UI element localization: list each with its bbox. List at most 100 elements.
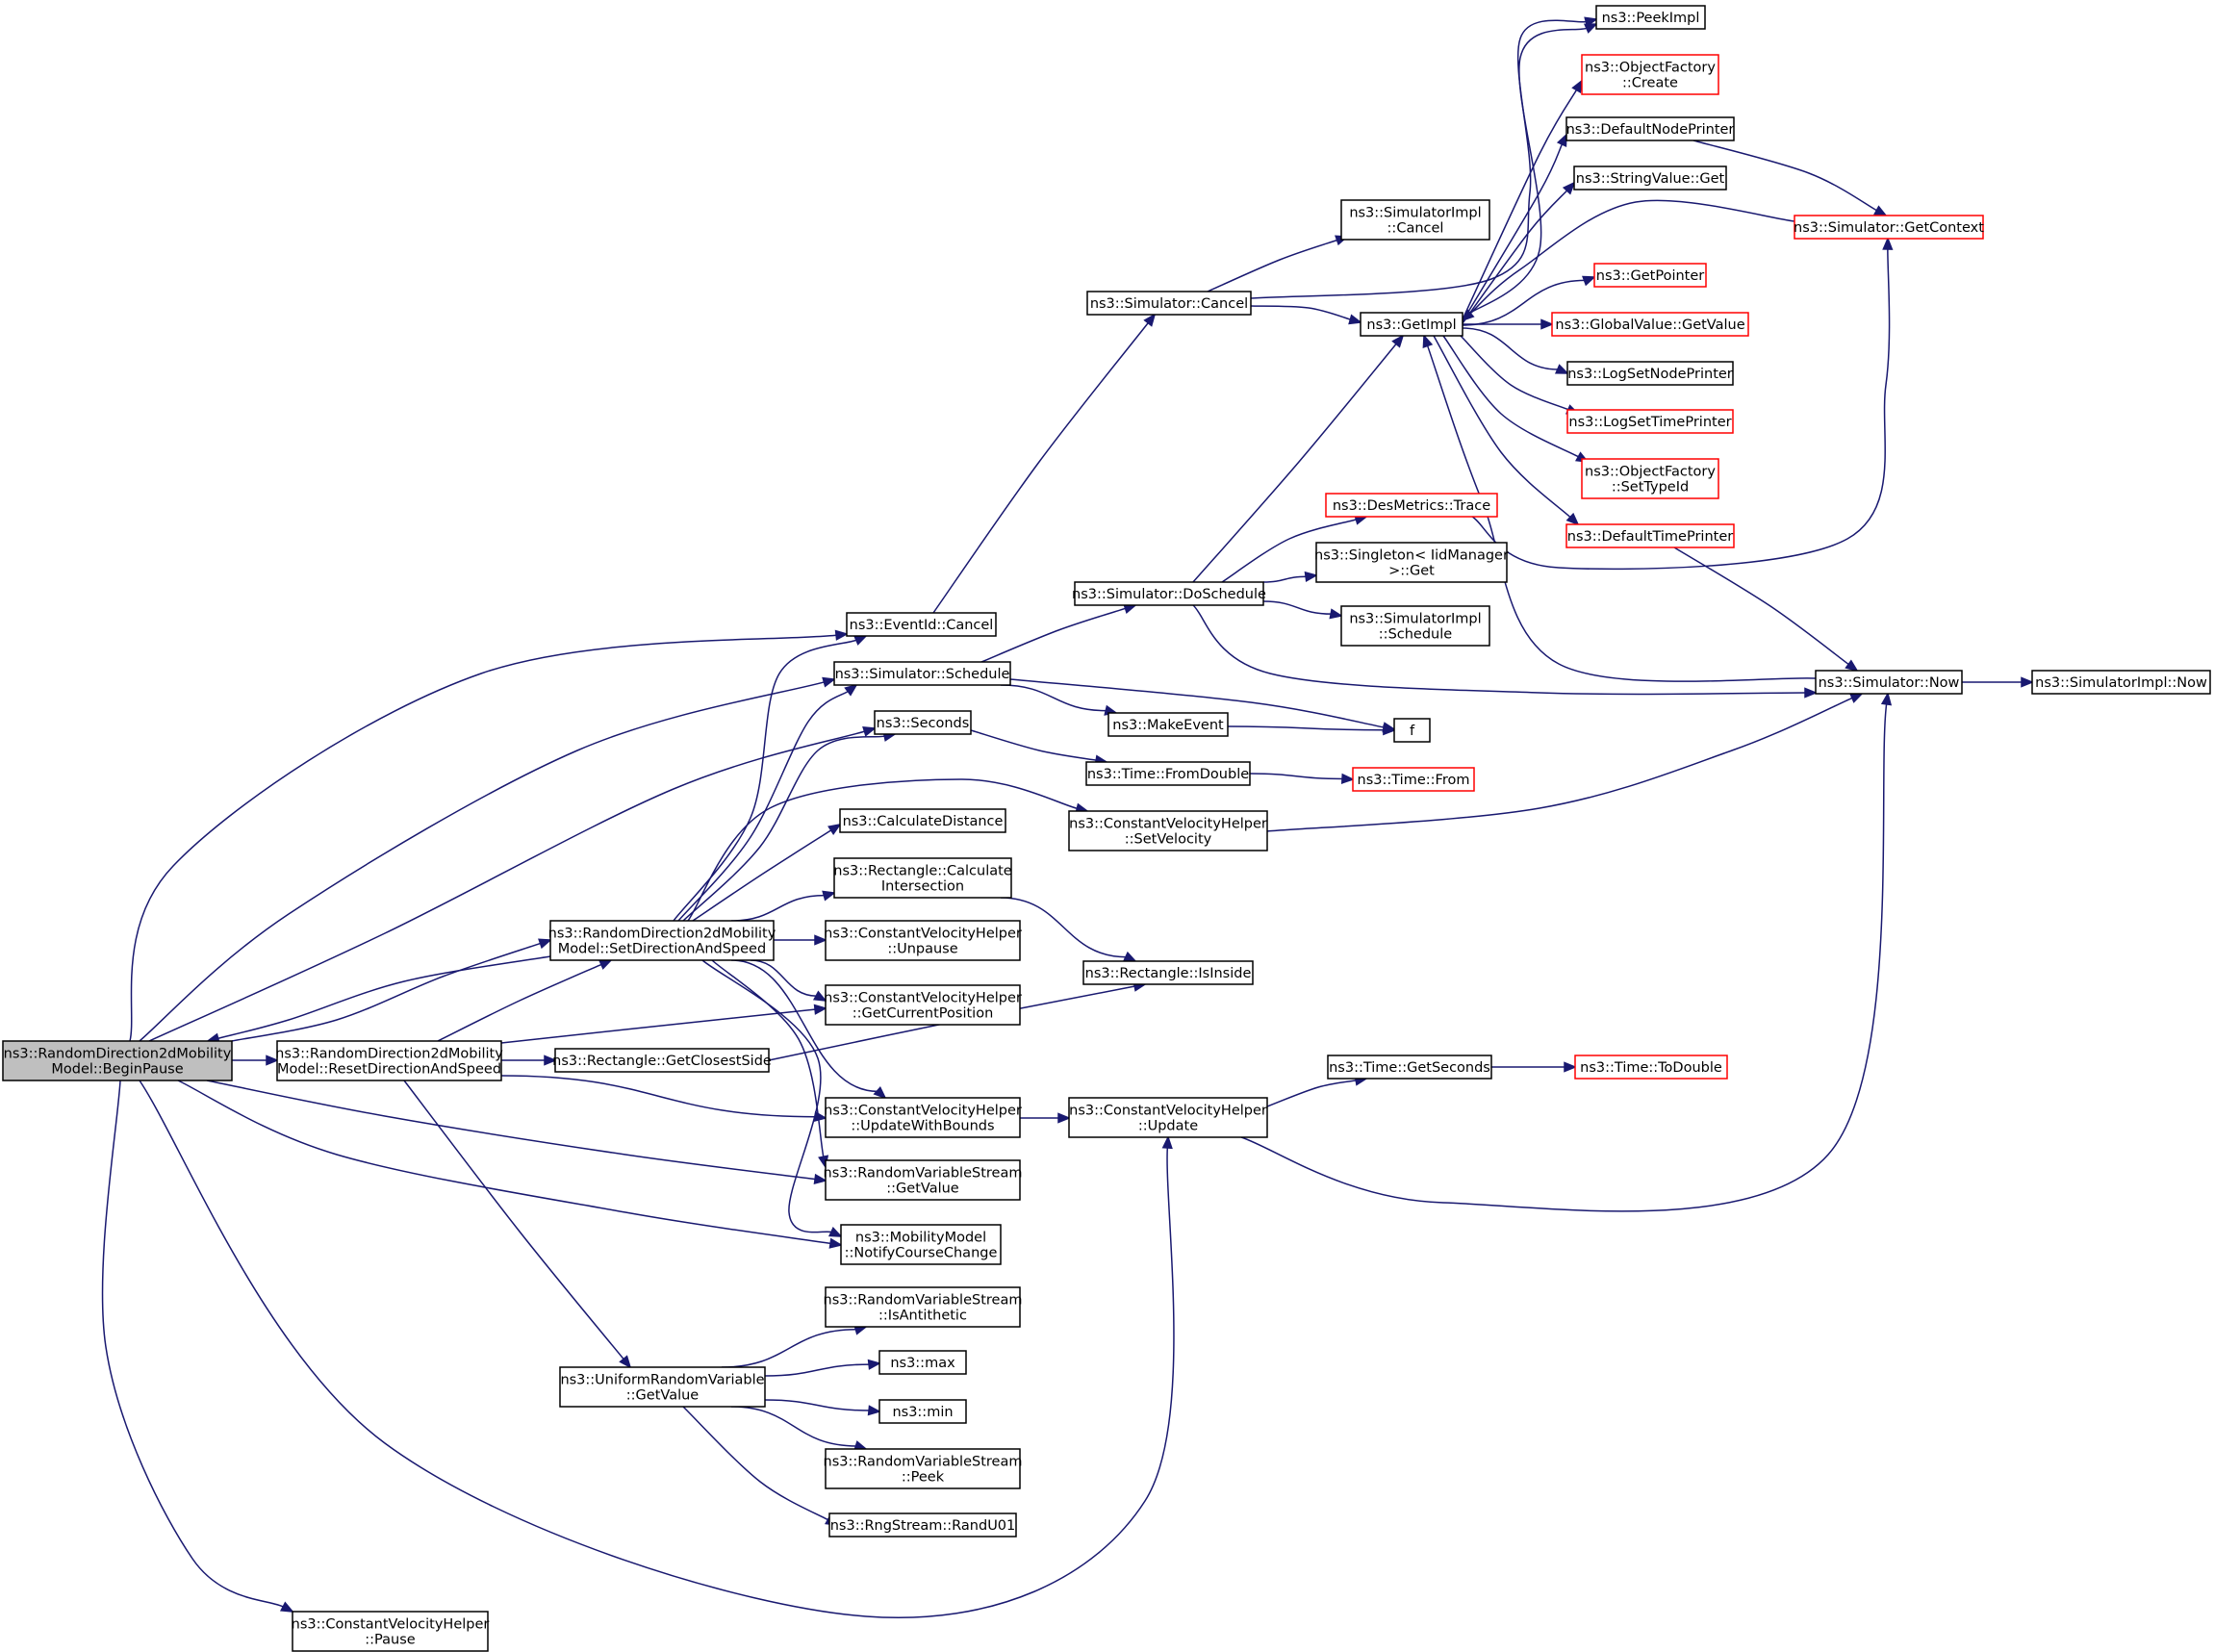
node-default-time-printer[interactable]: ns3::DefaultTimePrinter [1565, 523, 1735, 548]
node-f[interactable]: f [1393, 718, 1431, 743]
edge-line [177, 1080, 832, 1245]
node-layer: ns3::RandomDirection2dMobilityModel::Beg… [2, 5, 2211, 1652]
node-box [825, 1097, 1021, 1138]
node-rvs-getvalue[interactable]: ns3::RandomVariableStream::GetValue [824, 1159, 1023, 1201]
node-rvs-peek[interactable]: ns3::RandomVariableStream::Peek [824, 1448, 1023, 1489]
node-label-line: ns3::RandomDirection2dMobility [275, 1047, 503, 1062]
node-time-getseconds[interactable]: ns3::Time::GetSeconds [1327, 1055, 1492, 1080]
node-peekimpl[interactable]: ns3::PeekImpl [1595, 5, 1706, 30]
node-stringvalue-get[interactable]: ns3::StringValue::Get [1573, 165, 1727, 191]
edge-eventid-cancel-to-sim-cancel [932, 313, 1157, 614]
edge-line [206, 1080, 817, 1181]
node-getimpl[interactable]: ns3::GetImpl [1360, 312, 1463, 337]
node-label-line: ns3::ObjectFactory [1585, 465, 1716, 480]
node-label-line: ns3::LogSetNodePrinter [1567, 367, 1733, 382]
edge-arrowhead [1804, 687, 1818, 699]
node-label-line: ::Peek [902, 1470, 945, 1486]
node-rvs-isantithetic[interactable]: ns3::RandomVariableStream::IsAntithetic [824, 1286, 1023, 1328]
node-box [1360, 312, 1463, 337]
node-label-line: ::UpdateWithBounds [851, 1119, 994, 1134]
node-makeevent[interactable]: ns3::MakeEvent [1107, 712, 1229, 737]
node-min[interactable]: ns3::min [878, 1399, 967, 1424]
node-simimpl-now[interactable]: ns3::SimulatorImpl::Now [2031, 670, 2211, 695]
edge-arrowhead [1554, 364, 1569, 374]
edge-line [101, 1080, 285, 1608]
node-eventid-cancel[interactable]: ns3::EventId::Cancel [846, 612, 997, 637]
edge-arrowhead [1057, 1112, 1071, 1124]
node-log-set-time-printer[interactable]: ns3::LogSetTimePrinter [1566, 409, 1734, 434]
node-urv-getvalue[interactable]: ns3::UniformRandomVariable::GetValue [559, 1366, 766, 1408]
node-box [1566, 361, 1734, 386]
node-cvh-update-bounds[interactable]: ns3::ConstantVelocityHelper::UpdateWithB… [824, 1097, 1022, 1138]
node-box [1581, 54, 1719, 95]
node-box [1573, 165, 1727, 191]
edge-arrowhead [813, 1173, 827, 1185]
edge-arrowhead [266, 1055, 279, 1066]
node-sim-getcontext[interactable]: ns3::Simulator::GetContext [1794, 215, 1984, 240]
node-box [1565, 116, 1735, 141]
node-default-node-printer[interactable]: ns3::DefaultNodePrinter [1565, 116, 1735, 141]
edge-line [1266, 1080, 1358, 1107]
node-simimpl-schedule[interactable]: ns3::SimulatorImpl::Schedule [1340, 605, 1490, 647]
node-objfactory-create[interactable]: ns3::ObjectFactory::Create [1581, 54, 1719, 95]
node-label-line: ns3::EventId::Cancel [850, 618, 994, 633]
edge-sim-getcontext-to-getimpl [1461, 199, 1795, 322]
node-label-line: ::IsAntithetic [878, 1309, 967, 1324]
node-label-line: ::SetTypeId [1612, 480, 1689, 496]
node-rect-closest-side[interactable]: ns3::Rectangle::GetClosestSide [552, 1048, 772, 1073]
node-log-set-node-printer[interactable]: ns3::LogSetNodePrinter [1566, 361, 1734, 386]
node-desmetrics-trace[interactable]: ns3::DesMetrics::Trace [1325, 493, 1498, 518]
edge-set-dir-speed-to-calc-distance [692, 823, 842, 922]
node-reset-dir-speed[interactable]: ns3::RandomDirection2dMobilityModel::Res… [275, 1040, 503, 1081]
node-sim-cancel[interactable]: ns3::Simulator::Cancel [1086, 291, 1252, 316]
node-rng-randu01[interactable]: ns3::RngStream::RandU01 [828, 1512, 1017, 1538]
node-label-line: ns3::LogSetTimePrinter [1568, 415, 1731, 430]
node-rect-isinside[interactable]: ns3::Rectangle::IsInside [1082, 960, 1254, 985]
node-cvh-getpos[interactable]: ns3::ConstantVelocityHelper::GetCurrentP… [824, 984, 1022, 1026]
node-label-line: f [1410, 724, 1415, 739]
node-label-line: ns3::GetImpl [1366, 318, 1456, 333]
node-label-line: ::Create [1622, 76, 1678, 91]
node-label-line: ns3::MakeEvent [1112, 718, 1224, 733]
node-seconds[interactable]: ns3::Seconds [874, 710, 972, 735]
edge-line [500, 1075, 817, 1118]
node-label-line: ::Pause [365, 1633, 415, 1648]
node-objfactory-settypeid[interactable]: ns3::ObjectFactory::SetTypeId [1581, 458, 1719, 499]
node-calc-distance[interactable]: ns3::CalculateDistance [839, 808, 1006, 833]
edge-getimpl-to-objfactory-create [1462, 79, 1583, 320]
node-cvh-setvelocity[interactable]: ns3::ConstantVelocityHelper::SetVelocity [1068, 810, 1268, 851]
node-cvh-update[interactable]: ns3::ConstantVelocityHelper::Update [1068, 1097, 1268, 1138]
node-set-dir-speed[interactable]: ns3::RandomDirection2dMobilityModel::Set… [548, 920, 776, 961]
node-mm-notify[interactable]: ns3::MobilityModel::NotifyCourseChange [840, 1224, 1002, 1265]
edge-arrowhead [1564, 1061, 1577, 1073]
edge-arrowhead [1583, 23, 1598, 34]
node-simimpl-cancel[interactable]: ns3::SimulatorImpl::Cancel [1340, 199, 1490, 241]
edge-line [1433, 335, 1572, 519]
node-sim-doschedule[interactable]: ns3::Simulator::DoSchedule [1072, 581, 1266, 606]
edge-line [1462, 27, 1589, 318]
node-box [825, 1286, 1021, 1328]
node-max[interactable]: ns3::max [878, 1350, 967, 1375]
node-sim-now[interactable]: ns3::Simulator::Now [1815, 670, 1963, 695]
node-singleton-get[interactable]: ns3::Singleton< IidManager>::Get [1314, 542, 1509, 583]
node-cvh-unpause[interactable]: ns3::ConstantVelocityHelper::Unpause [824, 920, 1022, 961]
edge-line [682, 1406, 829, 1521]
node-label-line: ns3::GetPointer [1596, 268, 1705, 284]
node-time-todouble[interactable]: ns3::Time::ToDouble [1574, 1055, 1728, 1080]
node-box [1082, 960, 1254, 985]
node-getpointer[interactable]: ns3::GetPointer [1593, 263, 1707, 288]
edge-arrowhead [828, 1237, 843, 1249]
node-label-line: ns3::Seconds [877, 716, 970, 731]
node-cvh-pause[interactable]: ns3::ConstantVelocityHelper::Pause [292, 1611, 490, 1652]
node-globalvalue-getvalue[interactable]: ns3::GlobalValue::GetValue [1551, 312, 1749, 337]
edge-line [1266, 697, 1854, 832]
node-time-from[interactable]: ns3::Time::From [1352, 767, 1475, 792]
edge-sim-doschedule-to-getimpl [1192, 334, 1405, 583]
node-sim-schedule[interactable]: ns3::Simulator::Schedule [833, 661, 1011, 686]
edge-line [970, 729, 1098, 762]
edge-getimpl-to-stringvalue-get [1462, 181, 1576, 324]
node-label-line: ns3::Simulator::Cancel [1090, 296, 1248, 312]
node-label-line: ns3::Singleton< IidManager [1314, 548, 1509, 564]
node-time-fromdouble[interactable]: ns3::Time::FromDouble [1085, 761, 1251, 786]
